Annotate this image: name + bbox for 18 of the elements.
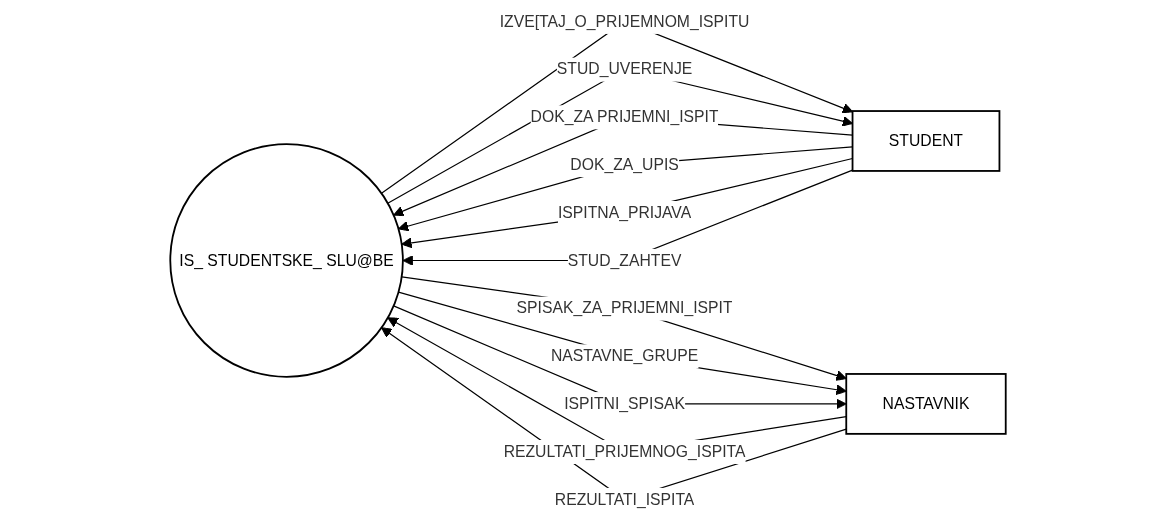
edge-label: DOK_ZA PRIJEMNI_ISPIT	[530, 107, 719, 126]
arrow	[393, 305, 847, 410]
edge-label: NASTAVNE_GRUPE	[550, 346, 699, 365]
edge-label: DOK_ZA_UPIS	[570, 155, 679, 174]
edge-label: REZULTATI_PRIJEMNOG_ISPITA	[503, 442, 746, 461]
node-circle: IS_ STUDENTSKE_ SLU@BE	[169, 143, 404, 378]
node-box: NASTAVNIK	[845, 373, 1007, 435]
edge-label: STUD_ZAHTEV	[567, 251, 682, 270]
edge-label: REZULTATI_ISPITA	[554, 490, 695, 509]
edge-label: SPISAK_ZA_PRIJEMNI_ISPIT	[516, 298, 733, 318]
arrow	[402, 169, 854, 266]
edge-label: ISPITNI_SPISAK	[564, 394, 685, 413]
edge-label: IZVE[TAJ_O_PRIJEMNOM_ISPITU	[499, 12, 750, 31]
node-box: STUDENT	[851, 110, 1001, 172]
arrow	[397, 291, 847, 395]
arrow	[401, 276, 847, 381]
edge-label: STUD_UVERENJE	[556, 59, 693, 79]
edge-label: ISPITNA_PRIJAVA	[557, 203, 692, 222]
